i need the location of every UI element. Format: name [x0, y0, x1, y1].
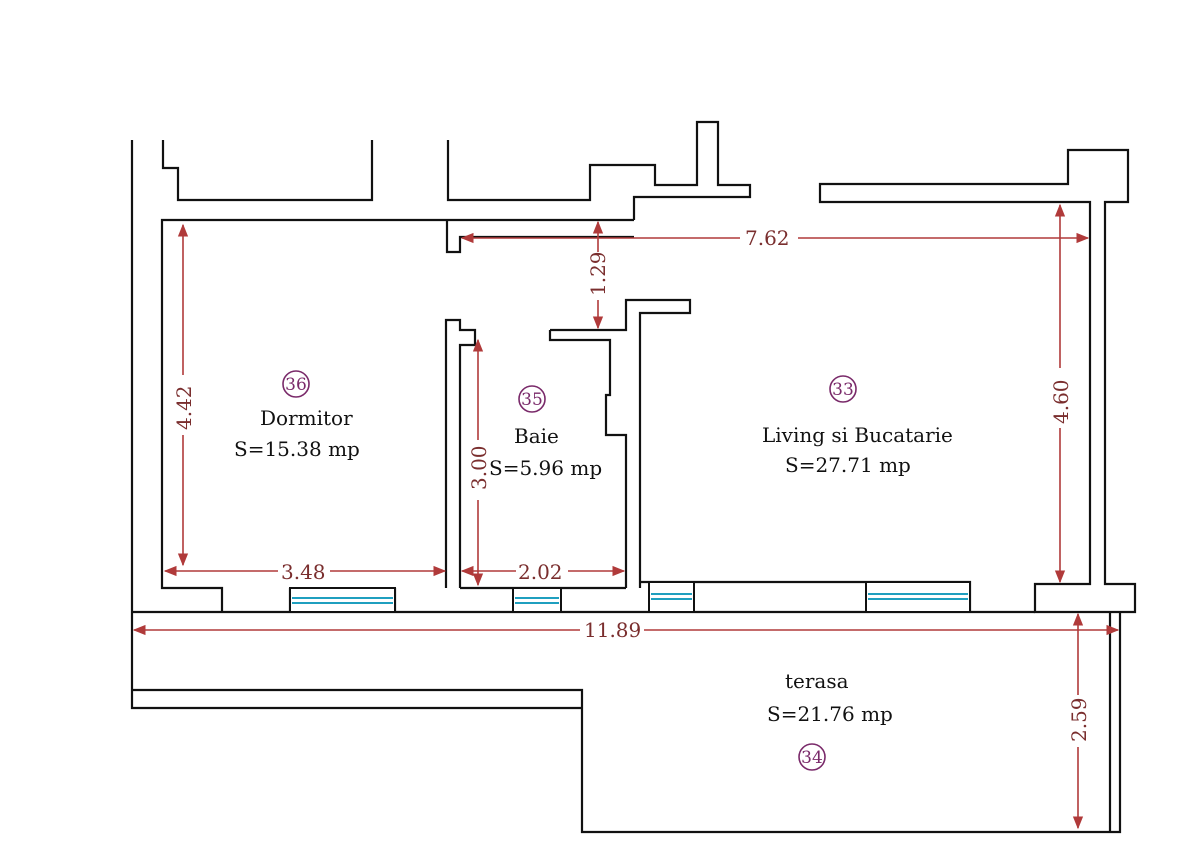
dim-living-height: 4.60	[1049, 379, 1073, 424]
room-name: Dormitor	[260, 406, 353, 430]
wall-dormitor-bottom	[160, 568, 224, 612]
room-number-circle	[798, 743, 826, 771]
room-number: 34	[801, 748, 823, 768]
room-name: terasa	[785, 669, 849, 693]
walls	[130, 120, 1137, 834]
room-living: 33 Living si Bucatarie S=27.71 mp	[762, 375, 953, 477]
room-number-circle	[282, 370, 310, 398]
room-terasa: terasa S=21.76 mp 34	[767, 669, 893, 771]
room-dormitor: 36 Dormitor S=15.38 mp	[234, 370, 360, 461]
window-dormitor	[289, 587, 396, 613]
windows	[289, 581, 971, 613]
dim-living-width: 7.62	[745, 226, 790, 250]
room-name: Baie	[514, 424, 559, 448]
room-area: S=21.76 mp	[767, 702, 893, 726]
dim-baie-width: 2.02	[518, 560, 563, 584]
room-number: 36	[285, 375, 307, 395]
wall-partition-dormitor-baie	[444, 318, 477, 588]
dim-dormitor-width: 3.48	[281, 560, 326, 584]
room-number-circle	[829, 375, 857, 403]
room-number: 33	[832, 380, 854, 400]
room-number: 35	[521, 390, 543, 410]
room-baie: 35 Baie S=5.96 mp	[489, 385, 602, 480]
dim-total-width: 11.89	[584, 618, 641, 642]
room-area: S=27.71 mp	[785, 453, 911, 477]
wall-terasa	[130, 612, 1122, 834]
dim-dormitor-height: 4.42	[172, 385, 196, 430]
dimension-labels: 4.42 3.48 3.00 2.02 1.29 7.62 4.60 11.89…	[170, 226, 1091, 747]
window-living-left	[648, 581, 695, 613]
dim-living-offset: 1.29	[586, 251, 610, 296]
room-area: S=5.96 mp	[489, 456, 602, 480]
window-baie	[512, 587, 562, 613]
wall-top-middle-jog	[446, 120, 752, 220]
dim-terasa-depth: 2.59	[1067, 697, 1091, 742]
wall-partition-baie-living	[548, 298, 692, 588]
dim-baie-height: 3.00	[467, 445, 491, 490]
wall-top-left-jog	[161, 140, 374, 202]
room-area: S=15.38 mp	[234, 437, 360, 461]
wall-dormitor	[160, 218, 634, 568]
room-name: Living si Bucatarie	[762, 423, 953, 447]
window-living-right	[865, 581, 971, 613]
wall-top-right	[818, 148, 1137, 614]
room-number-circle	[518, 385, 546, 413]
